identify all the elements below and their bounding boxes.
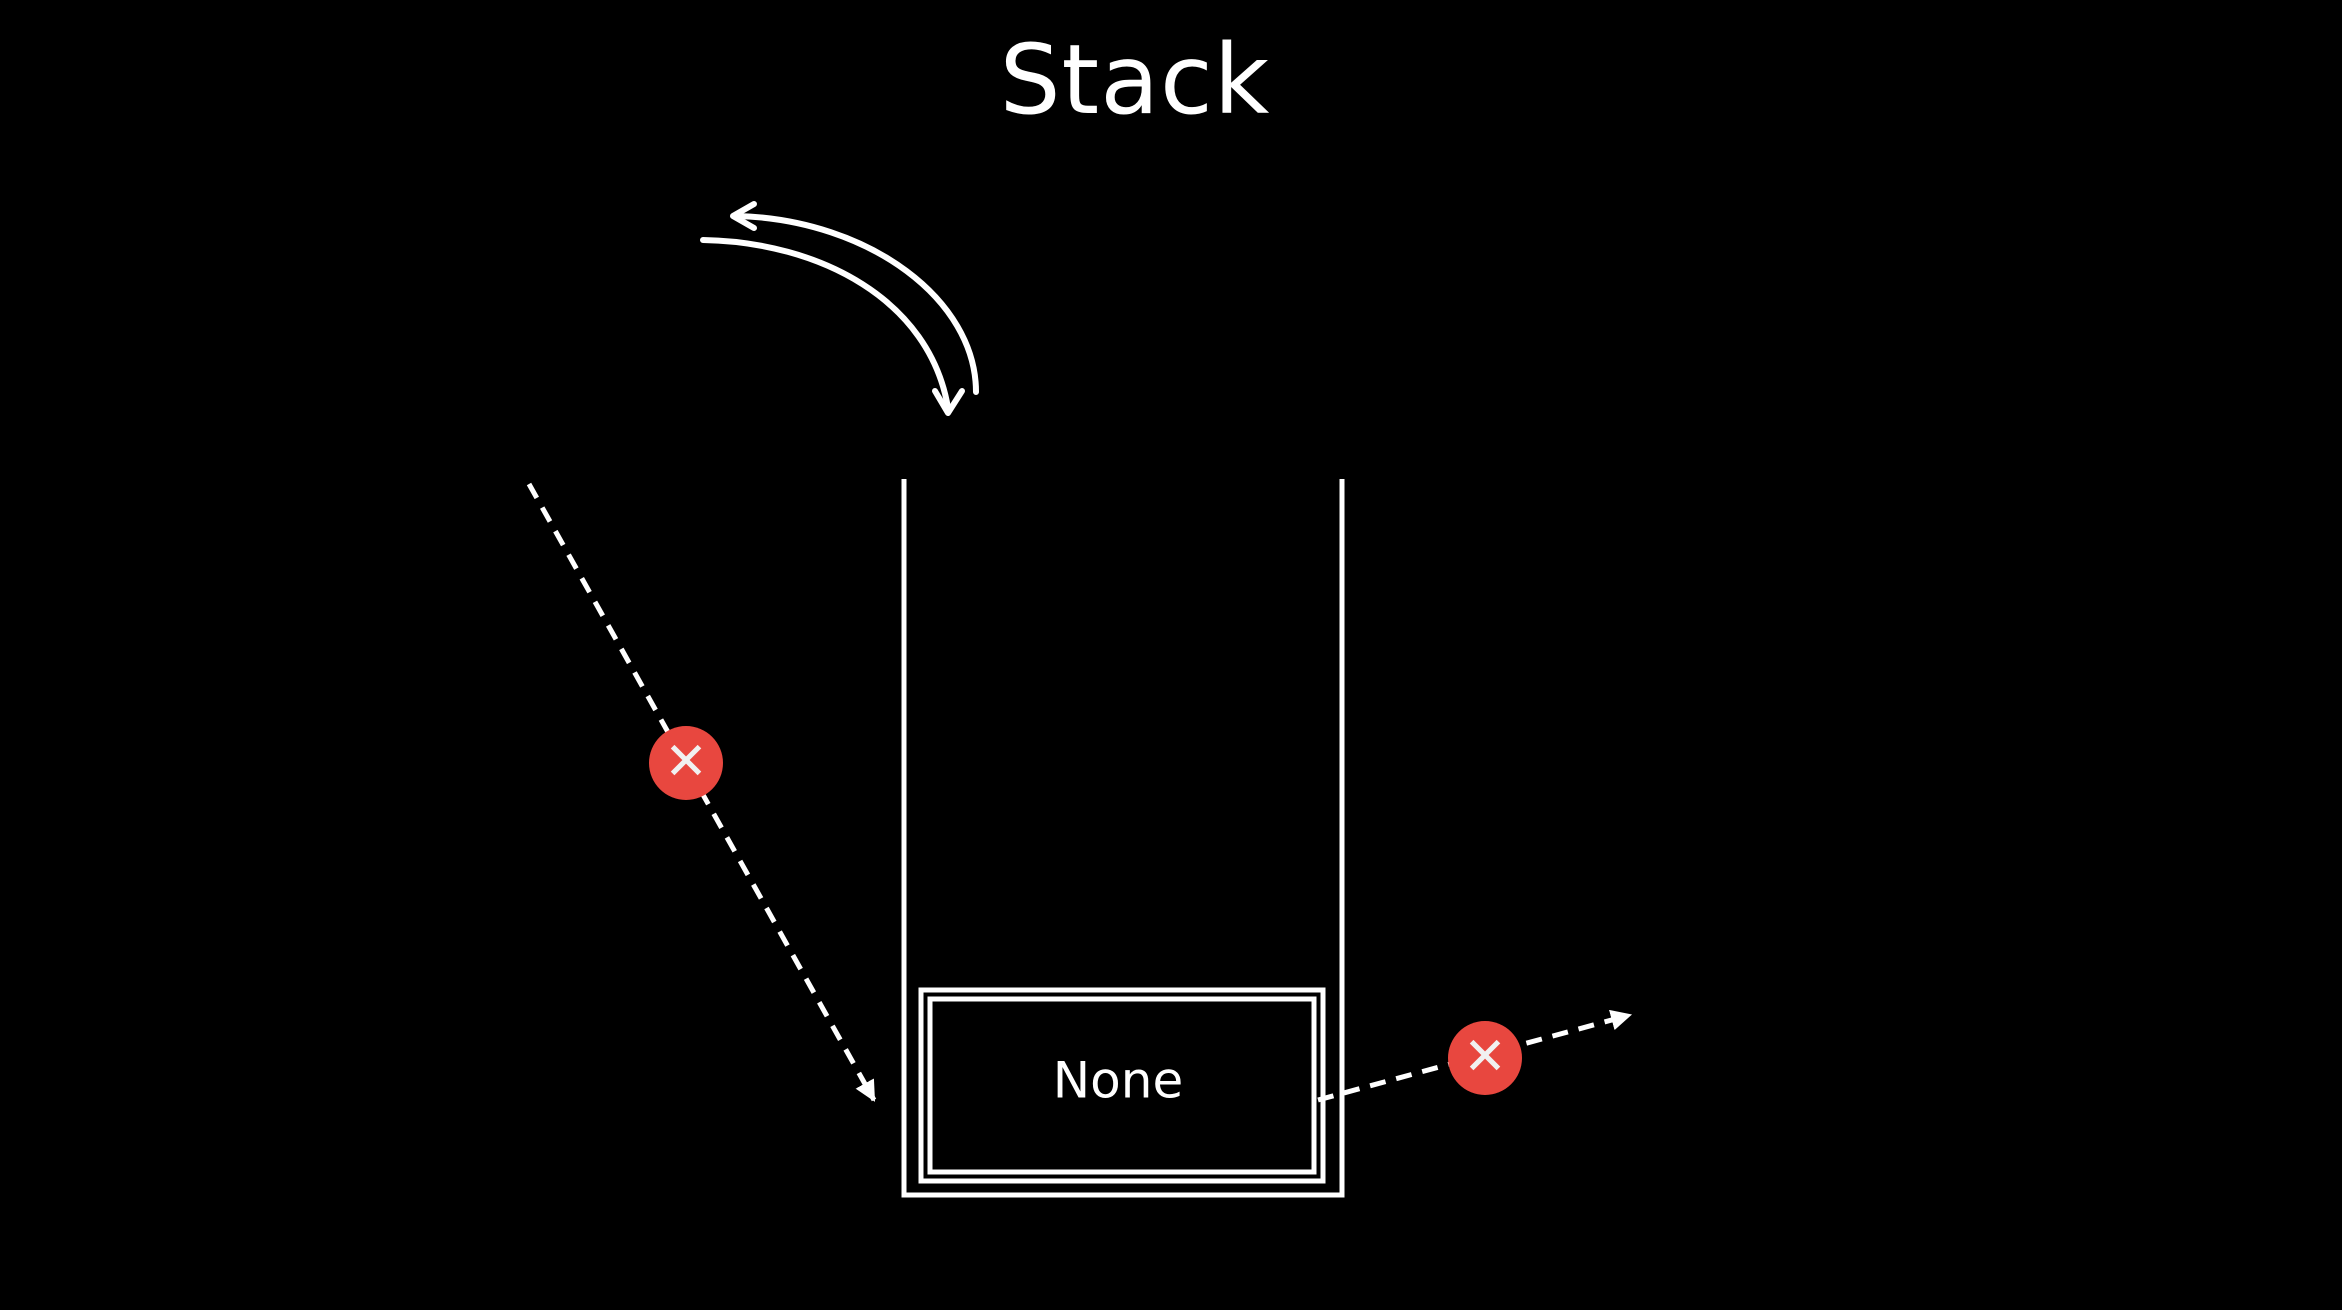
push-pop-cycle-arrows (700, 201, 979, 416)
stack-container (901, 479, 1345, 1198)
cross-icon: ✕ (664, 732, 708, 792)
error-circle (1448, 1021, 1522, 1095)
pop-arrowhead-icon (730, 201, 757, 231)
stack-element: None (918, 987, 1326, 1184)
push-arrowhead-icon (932, 388, 965, 416)
slide-title: Stack (999, 24, 1271, 136)
stack-element-label: None (1053, 1052, 1183, 1110)
push-curve-arrow (700, 237, 951, 411)
pop-curve-arrow (735, 213, 979, 395)
error-circle (649, 726, 723, 800)
cross-icon: ✕ (1463, 1027, 1507, 1087)
blocked-marker-left: ✕ (649, 726, 723, 800)
blocked-remove-path: ✕ (1317, 1009, 1633, 1103)
blocked-insert-path: ✕ (526, 482, 877, 1102)
stack-element-outer-border (918, 987, 1326, 1184)
stack-element-inner-border (927, 996, 1317, 1175)
blocked-marker-right: ✕ (1448, 1021, 1522, 1095)
